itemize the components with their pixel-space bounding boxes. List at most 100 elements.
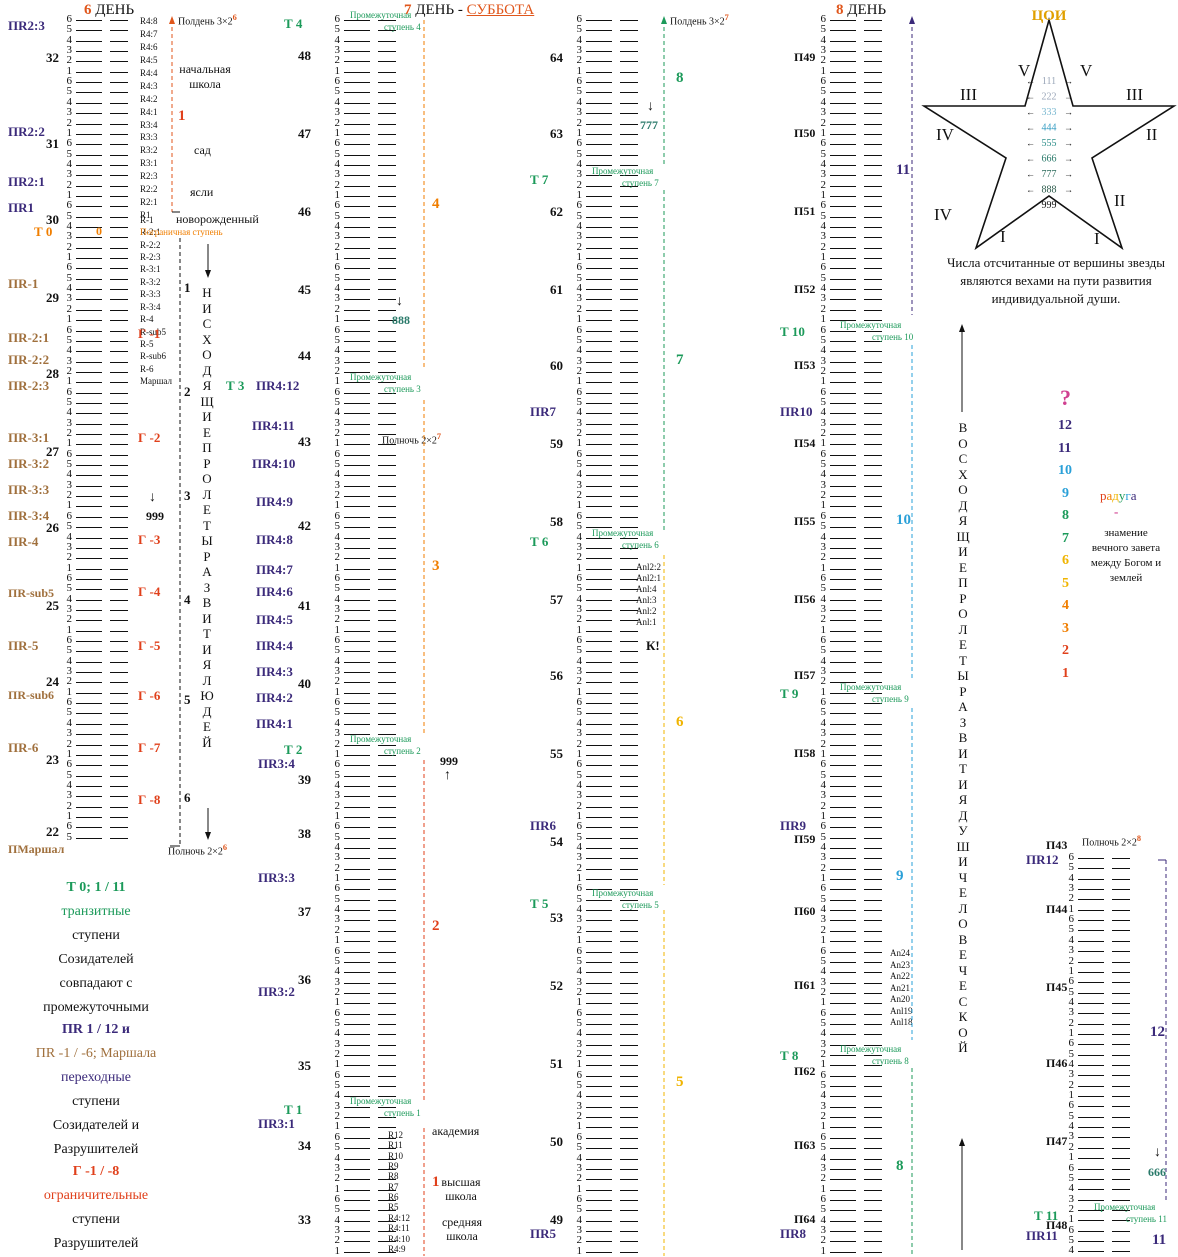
tick-line-left — [830, 1230, 856, 1232]
tick-number: 6 — [576, 323, 583, 336]
tick-line-right — [110, 82, 128, 84]
tick-line-right — [864, 1137, 882, 1139]
tick-number: 5 — [576, 395, 583, 408]
tick-number: 5 — [820, 1079, 827, 1092]
tick-number: 3 — [576, 168, 583, 181]
stage-kindergarten: сад — [194, 143, 211, 157]
tick-number: 3 — [820, 44, 827, 57]
roman-numeral: I — [1000, 227, 1006, 246]
tick-number: 3 — [66, 292, 73, 305]
tick-line-left — [830, 713, 856, 715]
day8-label: ДЕНЬ — [847, 2, 887, 18]
level-label: Т 1 — [284, 1102, 303, 1117]
tick-number: 2 — [66, 240, 73, 253]
tick-number: 5 — [576, 271, 583, 284]
tick-line-left — [76, 40, 102, 42]
tick-line-right — [864, 806, 882, 808]
tick-number: 4 — [334, 1213, 341, 1226]
tick-number: 3 — [576, 665, 583, 678]
level-label: ПR4:7 — [256, 562, 293, 577]
tick-line-left — [344, 1158, 370, 1160]
tick-line-left — [344, 330, 370, 332]
tick-number: 3 — [576, 1223, 583, 1236]
tick-line-left — [1078, 1044, 1104, 1046]
step-code: R4:12 — [388, 1212, 411, 1223]
tick-number: 5 — [66, 458, 73, 471]
tick-number: 1 — [66, 499, 73, 512]
tick-line-right — [864, 961, 882, 963]
tick-line-left — [830, 558, 856, 560]
tick-line-left — [586, 330, 612, 332]
tick-line-left — [586, 785, 612, 787]
tick-line-right — [378, 827, 396, 829]
tick-number: 5 — [334, 768, 341, 781]
tick-line-right — [378, 82, 396, 84]
tick-number: 2 — [820, 613, 827, 626]
tick-line-right — [110, 361, 128, 363]
tick-line-left — [586, 941, 612, 943]
bracket-col1-descending — [170, 238, 211, 847]
tick-line-right — [620, 837, 638, 839]
tick-line-left — [76, 113, 102, 115]
tick-line-right — [864, 837, 882, 839]
tick-line-right — [1112, 889, 1130, 891]
tick-number: 6 — [66, 137, 73, 150]
tick-line-right — [620, 51, 638, 53]
tick-number: 5 — [66, 85, 73, 98]
tick-number: 4 — [66, 592, 73, 605]
tick-line-right — [864, 299, 882, 301]
tick-line-right — [110, 692, 128, 694]
tick-line-right — [620, 506, 638, 508]
tick-line-left — [76, 537, 102, 539]
tick-number: 5 — [1068, 861, 1075, 874]
tick-line-right — [378, 879, 396, 881]
tick-line-left — [76, 227, 102, 228]
tick-line-right — [378, 465, 396, 467]
tick-line-right — [864, 227, 882, 228]
tick-line-left — [344, 806, 370, 808]
section-number: 5 — [184, 692, 191, 707]
tick-number: 4 — [334, 592, 341, 605]
intermediate-step: Промежуточная — [350, 734, 412, 744]
tick-line-left — [586, 496, 612, 498]
tick-line-left — [76, 496, 102, 498]
tick-line-right — [1112, 940, 1130, 942]
tick-line-left — [344, 361, 370, 363]
level-label: Т 6 — [530, 534, 549, 549]
tick-number: 4 — [576, 530, 583, 543]
tick-line-left — [344, 972, 370, 974]
tick-number: 1 — [334, 1182, 341, 1195]
tick-line-left — [76, 475, 102, 477]
tick-line-right — [864, 620, 882, 622]
tick-line-right — [620, 268, 638, 270]
tick-number: 5 — [820, 1016, 827, 1029]
tick-line-right — [378, 641, 396, 642]
tick-line-right — [620, 1117, 638, 1119]
tick-line-left — [344, 71, 370, 73]
level-label: ПМаршал — [8, 842, 65, 856]
tick-line-right — [378, 1199, 396, 1201]
tick-number: 5 — [66, 209, 73, 222]
tick-line-left — [344, 516, 370, 518]
tick-number: 6 — [576, 1006, 583, 1019]
tick-number: 4 — [334, 1027, 341, 1040]
step-code: R4:6 — [140, 41, 158, 52]
tick-number: 2 — [576, 178, 583, 191]
tick-line-left — [830, 703, 856, 705]
tick-line-left — [830, 682, 856, 684]
tick-number: 4 — [820, 903, 827, 916]
tick-number: 3 — [334, 665, 341, 678]
tick-number: 6 — [820, 882, 827, 895]
tick-number: 4 — [820, 654, 827, 667]
tick-line-left — [344, 392, 370, 394]
tick-line-left — [830, 1127, 856, 1129]
tick-line-left — [830, 216, 856, 218]
right-arrow-icon: → — [1064, 123, 1073, 133]
left-arrow-icon: ← — [1026, 92, 1035, 102]
tick-number: 4 — [334, 530, 341, 543]
rainbow-dash: - — [1114, 504, 1119, 519]
tick-number: 2 — [1068, 1140, 1075, 1153]
tick-line-left — [830, 609, 856, 611]
tick-number: 1 — [576, 934, 583, 947]
rainbow-number: 4 — [1062, 598, 1069, 613]
